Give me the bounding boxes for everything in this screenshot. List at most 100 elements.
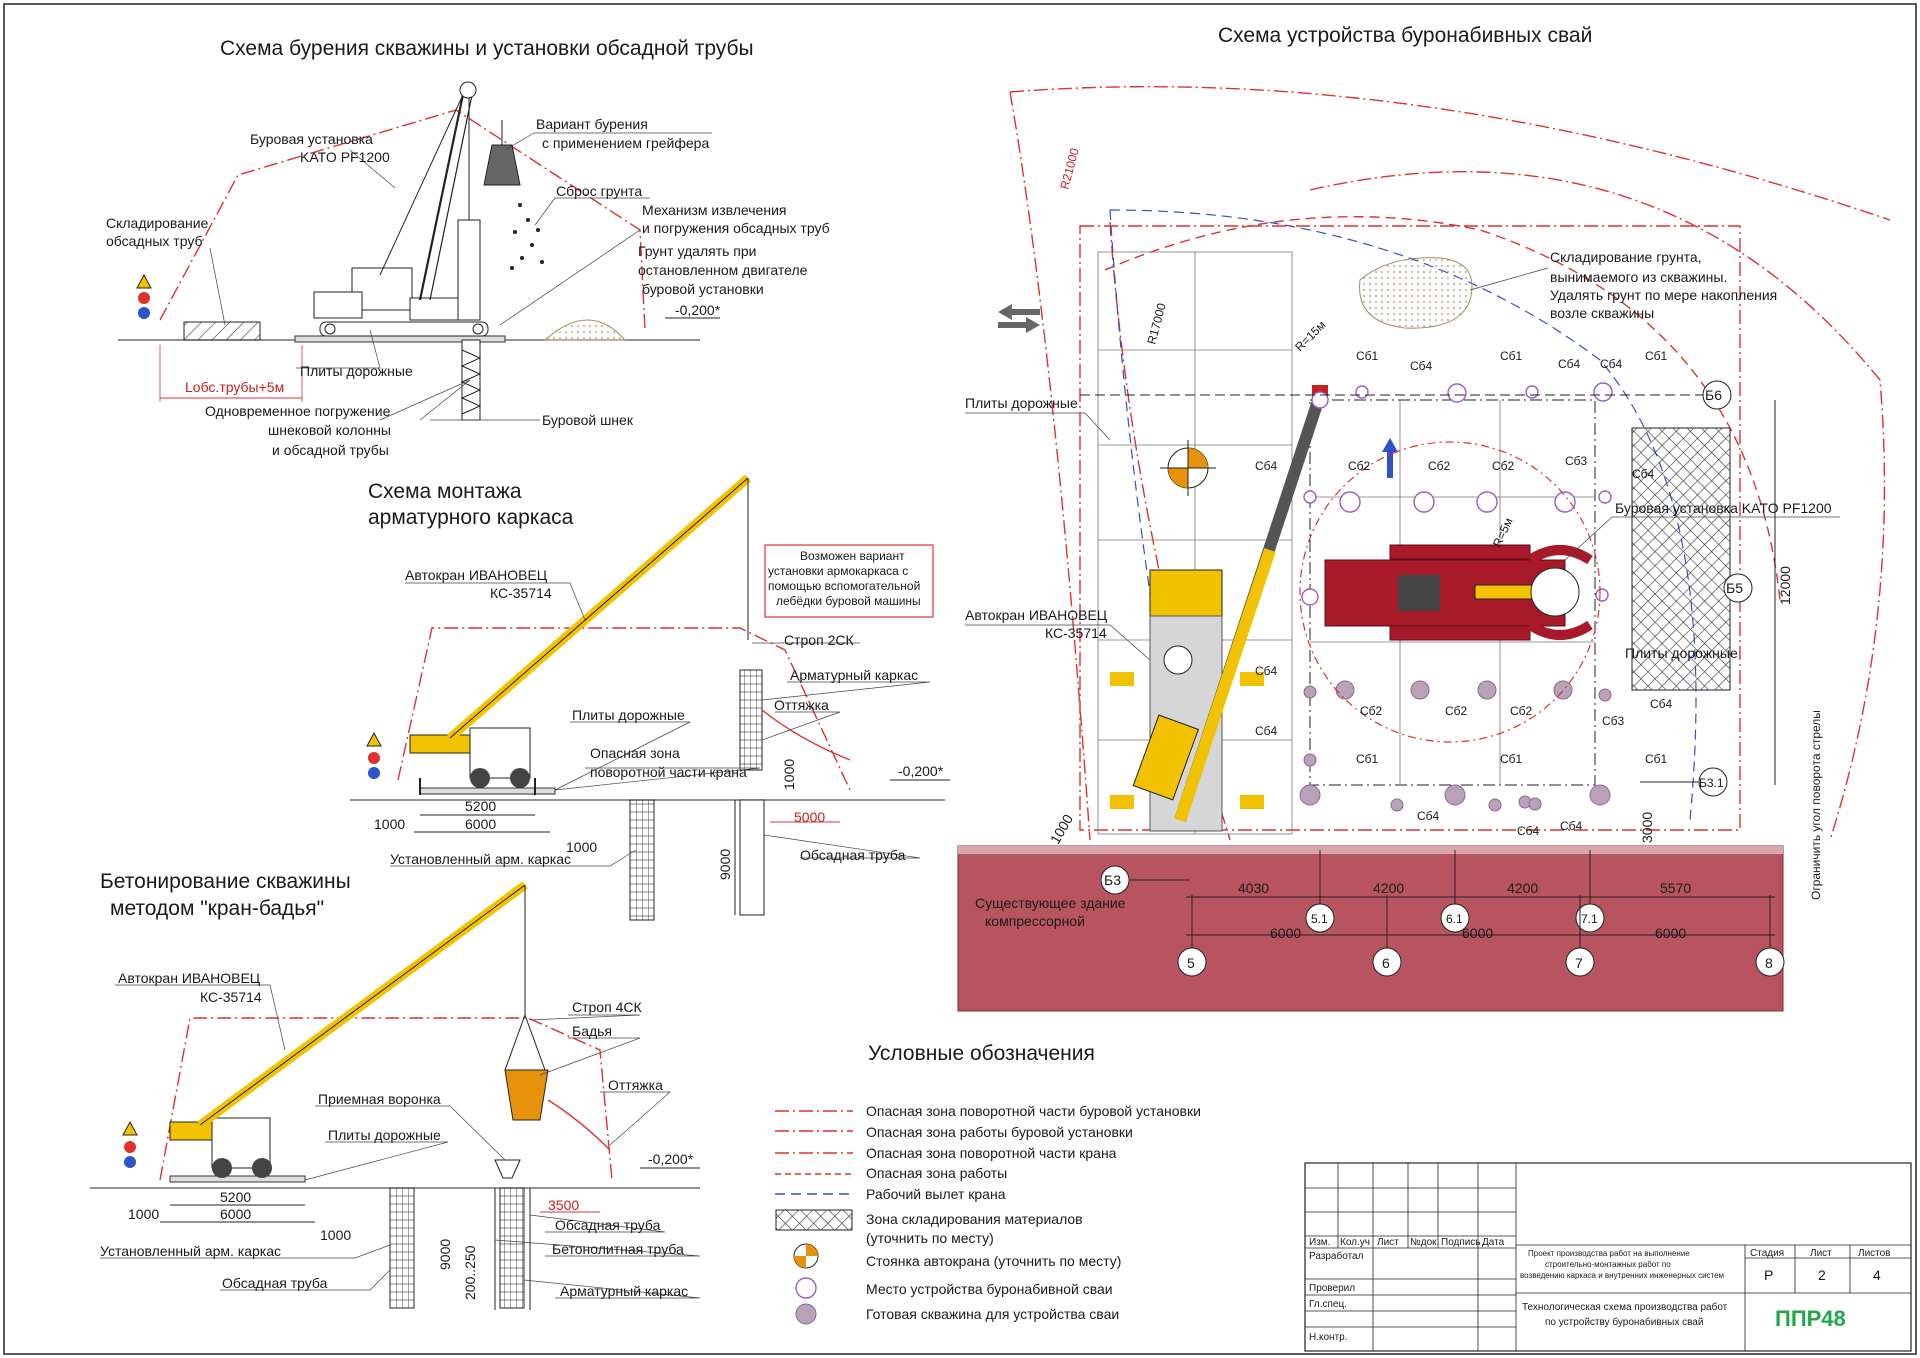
svg-text:Сб1: Сб1	[1356, 752, 1379, 766]
pile-marks: Сб1 Сб4 Сб1 Сб4 Сб4 Сб1 Сб4 Сб2 Сб2 Сб2 …	[1255, 349, 1673, 838]
stamp-row-1: Разработал	[1309, 1250, 1364, 1262]
drill-soil-3: буровой установки	[642, 281, 764, 297]
cage-guy: Оттяжка	[774, 697, 829, 713]
plan-storage-2: вынимаемого из скважины.	[1550, 269, 1727, 285]
sheet-frame	[3, 3, 1917, 1355]
stamp-row-4: Н.контр.	[1309, 1332, 1348, 1343]
drill-grab-label-1: Вариант бурения	[536, 116, 648, 132]
title-legend: Условные обозначения	[868, 1042, 1095, 1065]
stamp-project-2: строительно-монтажных работ по	[1545, 1260, 1671, 1269]
dim-top-1: 4030	[1238, 880, 1269, 896]
svg-text:Сб2: Сб2	[1348, 459, 1371, 473]
conc-level: -0,200*	[648, 1151, 694, 1167]
legend-item-6: Зона складирования материалов	[866, 1211, 1083, 1227]
stamp-col-5: Подпись	[1441, 1237, 1481, 1248]
plan-d3000: 3000	[1639, 812, 1655, 843]
svg-text:Сб3: Сб3	[1565, 454, 1588, 468]
axis-51: 5.1	[1311, 912, 1328, 926]
conc-sling: Строп 4СК	[572, 999, 642, 1015]
stamp-stage-header: Стадия	[1750, 1248, 1784, 1259]
title-concrete-line1: Бетонирование скважины	[100, 870, 351, 893]
plan-building-1: Существующее здание	[975, 895, 1126, 911]
drill-simul-1: Одновременное погружение	[205, 403, 391, 419]
cage-d9000: 9000	[717, 849, 733, 880]
conc-crane-1: Автокран ИВАНОВЕЦ	[118, 970, 261, 986]
stamp-col-2: Кол.уч	[1340, 1237, 1370, 1248]
dim-bot-3: 6000	[1655, 925, 1686, 941]
drill-rig-label-1: Буровая установка	[250, 131, 373, 147]
plan-storage-1: Складирование грунта,	[1550, 249, 1702, 265]
legend-item-5: Рабочий вылет крана	[866, 1186, 1006, 1202]
title-cage-line1: Схема монтажа	[368, 480, 522, 503]
svg-text:Сб4: Сб4	[1560, 819, 1583, 833]
svg-text:Сб2: Сб2	[1428, 459, 1451, 473]
plan-crane-2: КС-35714	[1045, 625, 1107, 641]
cage-crane	[409, 474, 751, 795]
conc-tremie: Бетонолитная труба	[552, 1241, 684, 1257]
stamp-row-3: Гл.спец.	[1309, 1299, 1347, 1310]
drill-auger: Буровой шнек	[542, 412, 634, 428]
legend-item-3: Опасная зона поворотной части крана	[866, 1145, 1117, 1161]
stamp-sheet-title-1: Технологическая схема производства работ	[1522, 1301, 1728, 1313]
title-concrete-line2: методом "кран-бадья"	[110, 897, 324, 920]
plan-r17000: R17000	[1144, 301, 1168, 346]
axis-8: 8	[1765, 955, 1773, 971]
cage-level: -0,200*	[898, 763, 944, 779]
dim-top-2: 4200	[1373, 880, 1404, 896]
cage-note-2: установки армокаркаса с	[768, 564, 908, 578]
drill-rig-label-2: KATO PF1200	[300, 149, 390, 165]
drilling-scheme: Lобс.трубы+5м Буровая установка KATO PF1…	[106, 81, 830, 458]
axis-7: 7	[1575, 955, 1583, 971]
legend-item-9: Место устройства буронабивной сваи	[866, 1281, 1113, 1297]
conc-crane-2: КС-35714	[200, 989, 262, 1005]
svg-text:Сб1: Сб1	[1500, 349, 1523, 363]
legend-item-4: Опасная зона работы	[866, 1165, 1007, 1181]
stamp-col-6: Дата	[1482, 1237, 1505, 1248]
concrete-crane	[169, 881, 528, 1178]
title-block: Изм. Кол.уч Лист №док. Подпись Дата Разр…	[1304, 1162, 1912, 1352]
axis-71: 7.1	[1581, 912, 1598, 926]
svg-text:Сб2: Сб2	[1492, 459, 1515, 473]
axis-61: 6.1	[1446, 912, 1463, 926]
cage-d5200: 5200	[465, 798, 496, 814]
stamp-row-2: Проверил	[1309, 1283, 1355, 1294]
conc-plates: Плиты дорожные	[328, 1127, 441, 1143]
dim-top-3: 4200	[1507, 880, 1538, 896]
drill-length-dim: Lобс.трубы+5м	[185, 379, 284, 395]
plan-plates-r: Плиты дорожные	[1625, 645, 1738, 661]
stamp-sheet-header: Лист	[1810, 1248, 1832, 1259]
cage-zone-2: поворотной части крана	[590, 764, 747, 780]
svg-text:Сб4: Сб4	[1558, 357, 1581, 371]
axis-b6: Б6	[1705, 387, 1722, 403]
conc-d9000: 9000	[437, 1239, 453, 1270]
cage-crane-1: Автокран ИВАНОВЕЦ	[405, 567, 548, 583]
plan-rig: Буровая установка KATO PF1200	[1615, 500, 1832, 516]
conc-casing-r: Обсадная труба	[555, 1217, 661, 1233]
plan-crane	[1110, 385, 1328, 832]
conc-d6000: 6000	[220, 1206, 251, 1222]
cage-d5000: 5000	[794, 809, 825, 825]
plan-d12000: 12000	[1777, 566, 1793, 605]
drill-simul-3: и обсадной трубы	[272, 442, 389, 458]
pile-holes-open	[1301, 382, 1613, 606]
legend-item-7: (уточнить по месту)	[866, 1230, 994, 1246]
stamp-sheet: 2	[1818, 1267, 1826, 1283]
stamp-project-3: возведению каркаса и внутренних инженерн…	[1520, 1271, 1724, 1280]
drill-mech-2: и погружения обсадных труб	[642, 220, 830, 236]
conc-cage: Арматурный каркас	[560, 1283, 688, 1299]
legend-pile-open-icon	[795, 1277, 817, 1299]
cage-casing: Обсадная труба	[800, 847, 906, 863]
svg-text:Сб4: Сб4	[1600, 357, 1623, 371]
plan-d1000: 1000	[1047, 811, 1077, 846]
svg-text:Сб2: Сб2	[1445, 704, 1468, 718]
plan-storage-4: возле скважины	[1550, 305, 1654, 321]
plan-plates-l: Плиты дорожные	[965, 395, 1078, 411]
cage-sling: Строп 2СК	[784, 632, 854, 648]
stamp-col-1: Изм.	[1309, 1237, 1330, 1248]
dim-top-4: 5570	[1660, 880, 1691, 896]
svg-text:Сб4: Сб4	[1255, 459, 1278, 473]
drill-soil-2: остановленном двигателе	[638, 262, 808, 278]
drilling-rig	[313, 81, 489, 337]
axis-b31: Б3.1	[1699, 776, 1724, 790]
svg-text:Сб4: Сб4	[1632, 467, 1655, 481]
